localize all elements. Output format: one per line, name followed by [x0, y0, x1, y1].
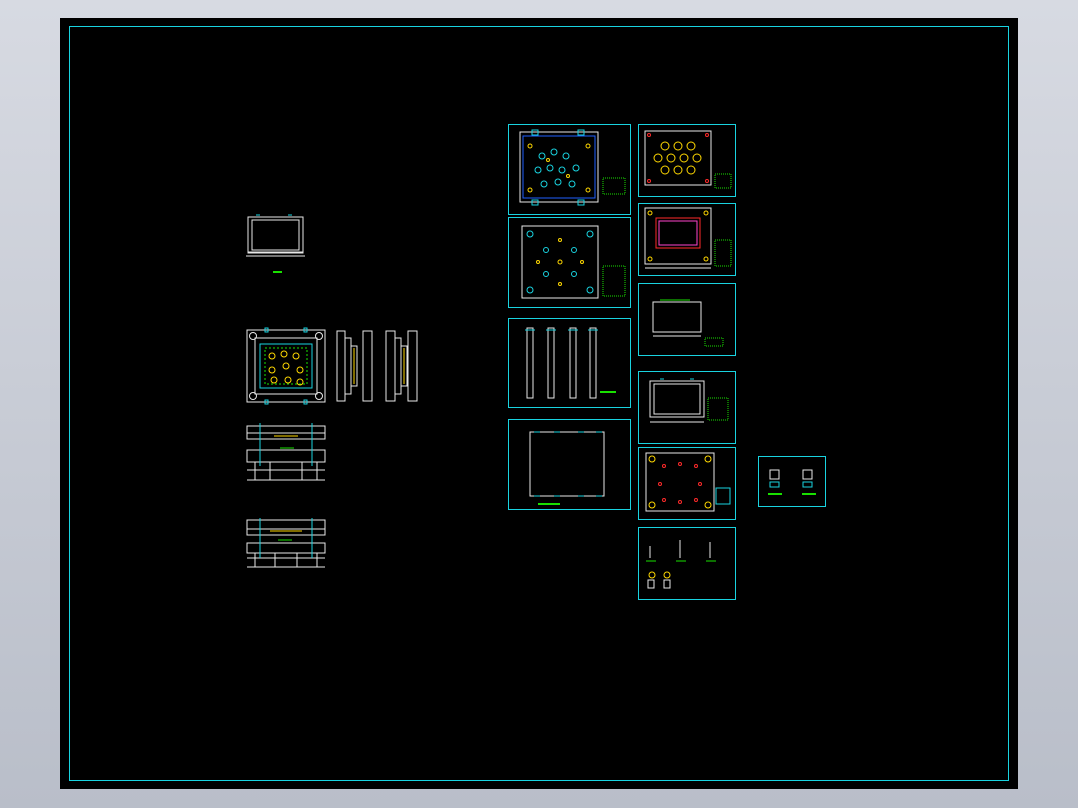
sheet-plate-e[interactable]	[638, 447, 736, 520]
sheet-details[interactable]	[638, 527, 736, 600]
sheet-frame[interactable]	[508, 419, 631, 510]
sheet-insert[interactable]	[638, 203, 736, 276]
sheet-small-parts[interactable]	[758, 456, 826, 507]
side-view-left[interactable]	[336, 330, 373, 402]
sheet-plate-a[interactable]	[508, 124, 631, 215]
sheet-plate-d[interactable]	[638, 371, 736, 444]
sheet-plate-b[interactable]	[508, 217, 631, 308]
sheet-cavity[interactable]	[638, 124, 736, 197]
sheet-guide-pins[interactable]	[508, 318, 631, 408]
section-view-2[interactable]	[246, 518, 326, 568]
front-view[interactable]	[246, 214, 305, 273]
cad-drawing-canvas[interactable]	[60, 18, 1018, 789]
top-view-assembly[interactable]	[246, 327, 326, 405]
drawing-frame	[69, 26, 1009, 781]
sheet-plate-c[interactable]	[638, 283, 736, 356]
side-view-right[interactable]	[385, 330, 418, 402]
cad-drawing	[69, 26, 1009, 781]
section-view-1[interactable]	[246, 423, 326, 481]
